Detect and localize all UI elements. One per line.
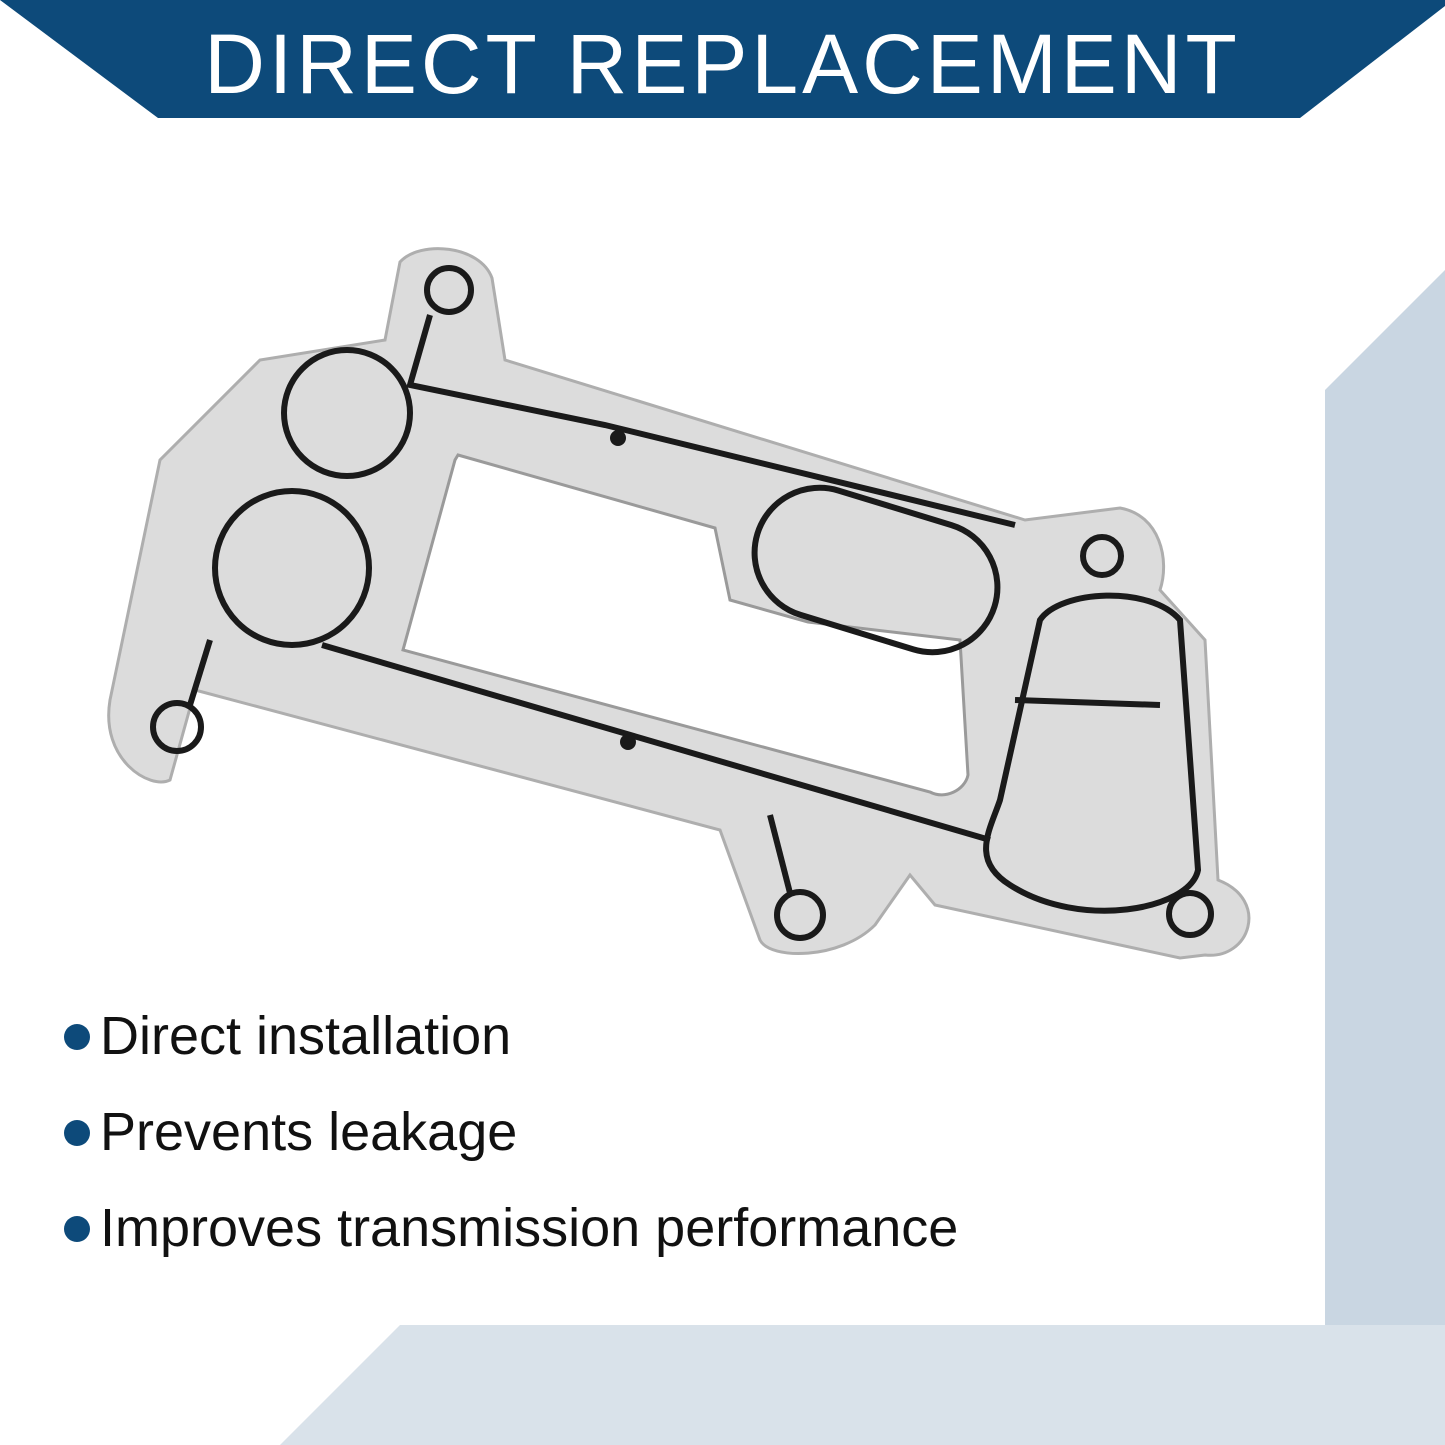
feature-text: Direct installation <box>100 1006 512 1066</box>
feature-text: Prevents leakage <box>100 1102 518 1162</box>
gasket-cutout <box>401 453 970 797</box>
banner-title: DIRECT REPLACEMENT <box>204 17 1241 111</box>
bullet-icon <box>64 1120 90 1146</box>
bullet-icon <box>64 1024 90 1050</box>
feature-item: Prevents leakage <box>60 1096 1280 1192</box>
feature-list: Direct installation Prevents leakage Imp… <box>60 1000 1280 1288</box>
feature-text: Improves transmission performance <box>100 1198 959 1258</box>
feature-item: Direct installation <box>60 1000 1280 1096</box>
feature-item: Improves transmission performance <box>60 1192 1280 1288</box>
bullet-icon <box>64 1216 90 1242</box>
